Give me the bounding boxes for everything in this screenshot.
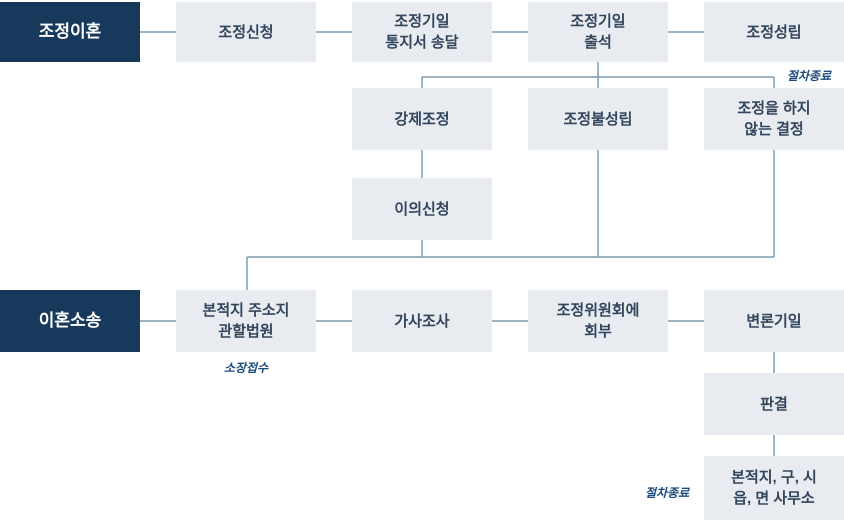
node-mediation-date-attend: 조정기일 출석 (528, 2, 668, 62)
node-mediation-established: 조정성립 (704, 2, 844, 62)
node-forced-mediation: 강제조정 (352, 88, 492, 150)
annotation-procedure-end-top: 절차종료 (786, 69, 831, 83)
node-notice-delivery: 조정기일 통지서 송달 (352, 2, 492, 62)
annotation-complaint-receipt: 소장접수 (223, 361, 269, 375)
node-mediation-application: 조정신청 (176, 2, 316, 62)
node-family-investigation: 가사조사 (352, 290, 492, 352)
node-committee-referral: 조정위원회에 회부 (528, 290, 668, 352)
node-pleading-date: 변론기일 (704, 290, 844, 352)
node-divorce-suit-header: 이혼소송 (0, 290, 140, 352)
node-objection-filing: 이의신청 (352, 178, 492, 240)
node-judgment: 판결 (704, 373, 844, 435)
node-competent-court: 본적지 주소지 관할법원 (176, 290, 316, 352)
node-mediation-failed: 조정불성립 (528, 88, 668, 150)
node-mediation-divorce-header: 조정이혼 (0, 2, 140, 62)
node-registry-office: 본적지, 구, 시 읍, 면 사무소 (704, 456, 844, 520)
node-no-mediation-decision: 조정을 하지 않는 결정 (704, 88, 844, 150)
annotation-procedure-end-bottom: 절차종료 (645, 486, 690, 500)
